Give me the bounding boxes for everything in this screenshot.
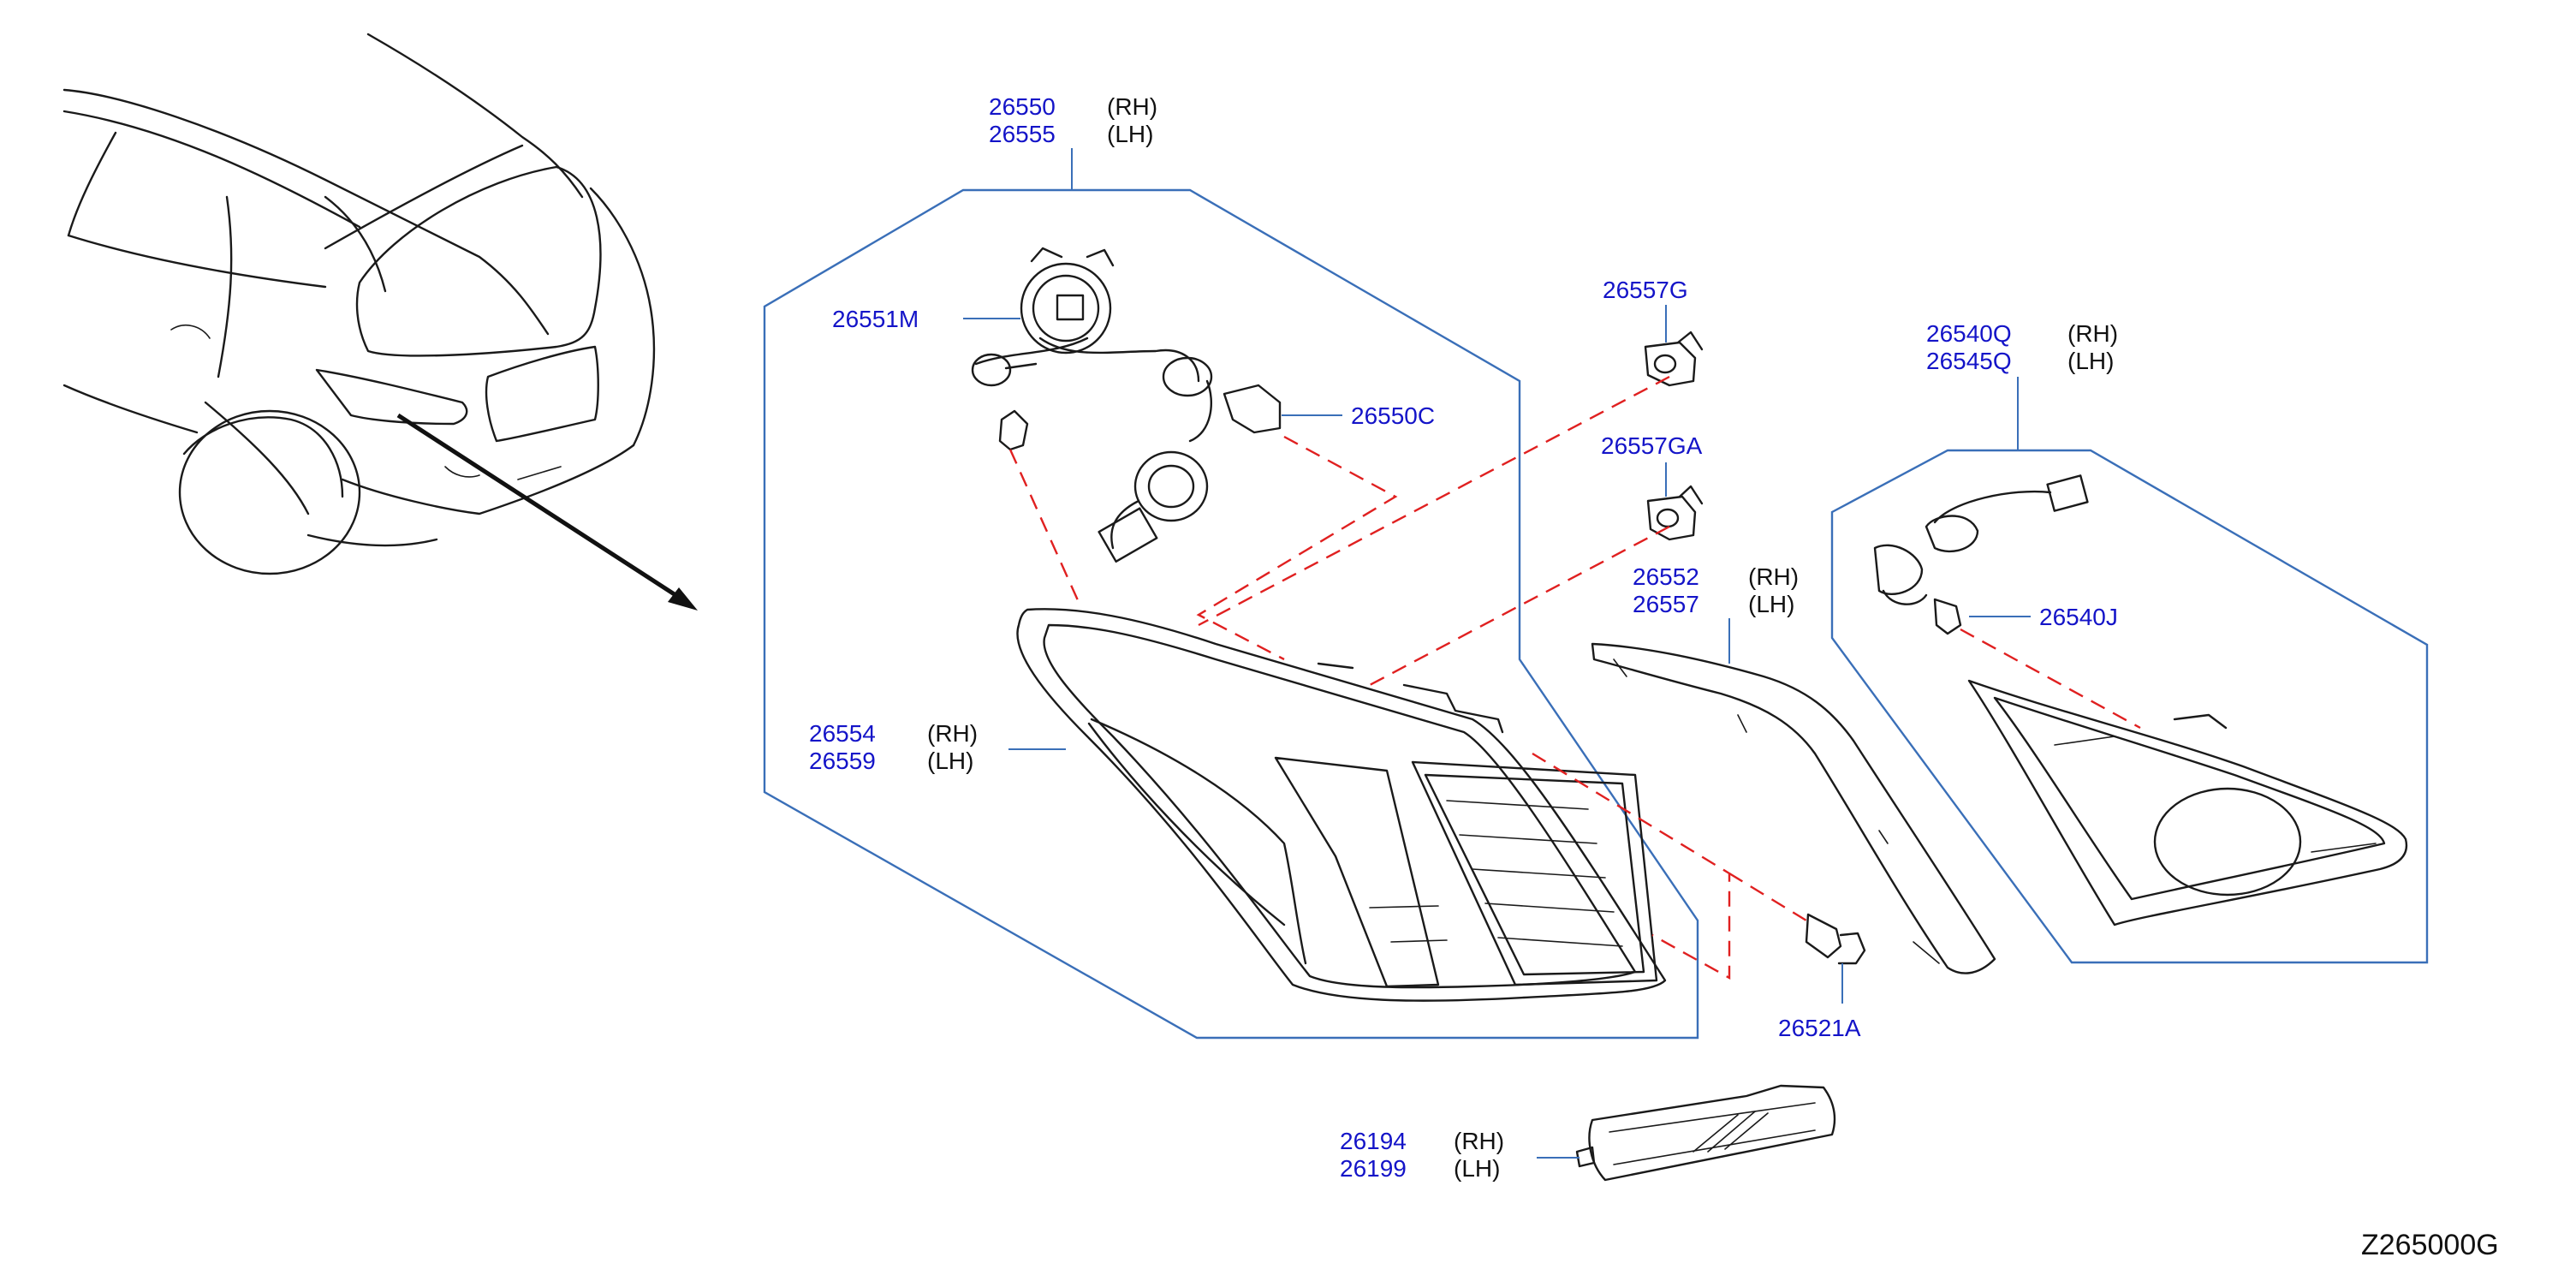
inner-combination-lamp-illustration: [1967, 679, 2408, 926]
side-rh-label: (RH): [1454, 1128, 1504, 1154]
socket-harness-illustration: [971, 247, 1282, 563]
main-assembly-outline: [763, 188, 1699, 1040]
part-number-26559: 26559: [809, 748, 876, 774]
rear-reflector-illustration: [1575, 1084, 1836, 1182]
part-number-26199: 26199: [1340, 1155, 1407, 1182]
callout-26550: 26550 (RH) 26555 (LH): [989, 93, 1157, 147]
part-number-26557G: 26557G: [1603, 277, 1688, 303]
side-rh-label: (RH): [1748, 563, 1799, 590]
side-lh-label: (LH): [927, 748, 973, 774]
part-number-26557GA: 26557GA: [1601, 432, 1703, 459]
side-rh-label: (RH): [2067, 320, 2118, 347]
side-lh-label: (LH): [1454, 1155, 1500, 1182]
callout-26552: 26552 (RH) 26557 (LH): [1633, 563, 1799, 617]
vehicle-rear-illustration: [62, 33, 698, 611]
part-number-26521A: 26521A: [1778, 1015, 1861, 1041]
part-number-26552: 26552: [1633, 563, 1699, 590]
part-number-26551M: 26551M: [832, 306, 919, 332]
part-number-26540J: 26540J: [2039, 604, 2118, 630]
part-number-26540Q: 26540Q: [1926, 320, 2012, 347]
side-rh-label: (RH): [927, 720, 978, 747]
callout-26194: 26194 (RH) 26199 (LH): [1340, 1128, 1504, 1182]
inner-lamp-outline: [1830, 449, 2429, 964]
side-lh-label: (LH): [2067, 348, 2114, 374]
part-number-26555: 26555: [989, 121, 1056, 147]
part-number-26194: 26194: [1340, 1128, 1407, 1154]
rear-combination-lamp-illustration: [1016, 608, 1667, 1002]
callout-26554: 26554 (RH) 26559 (LH): [809, 720, 978, 774]
part-number-26545Q: 26545Q: [1926, 348, 2012, 374]
side-lh-label: (LH): [1748, 591, 1794, 617]
finisher-strip-illustration: [1591, 642, 1996, 974]
part-number-26550C: 26550C: [1351, 402, 1435, 429]
part-number-26557: 26557: [1633, 591, 1699, 617]
part-number-26554: 26554: [809, 720, 876, 747]
screw-illustration: [1805, 913, 1866, 965]
callout-26540Q: 26540Q (RH) 26545Q (LH): [1926, 320, 2118, 374]
part-number-26550: 26550: [989, 93, 1056, 120]
side-lh-label: (LH): [1107, 121, 1153, 147]
side-rh-label: (RH): [1107, 93, 1157, 120]
diagram-code: Z265000G: [2361, 1229, 2499, 1261]
inner-lamp-socket-illustration: [1873, 474, 2089, 635]
grommet-illustration: [1644, 331, 1704, 541]
exploded-view-lines: [1008, 375, 2141, 980]
